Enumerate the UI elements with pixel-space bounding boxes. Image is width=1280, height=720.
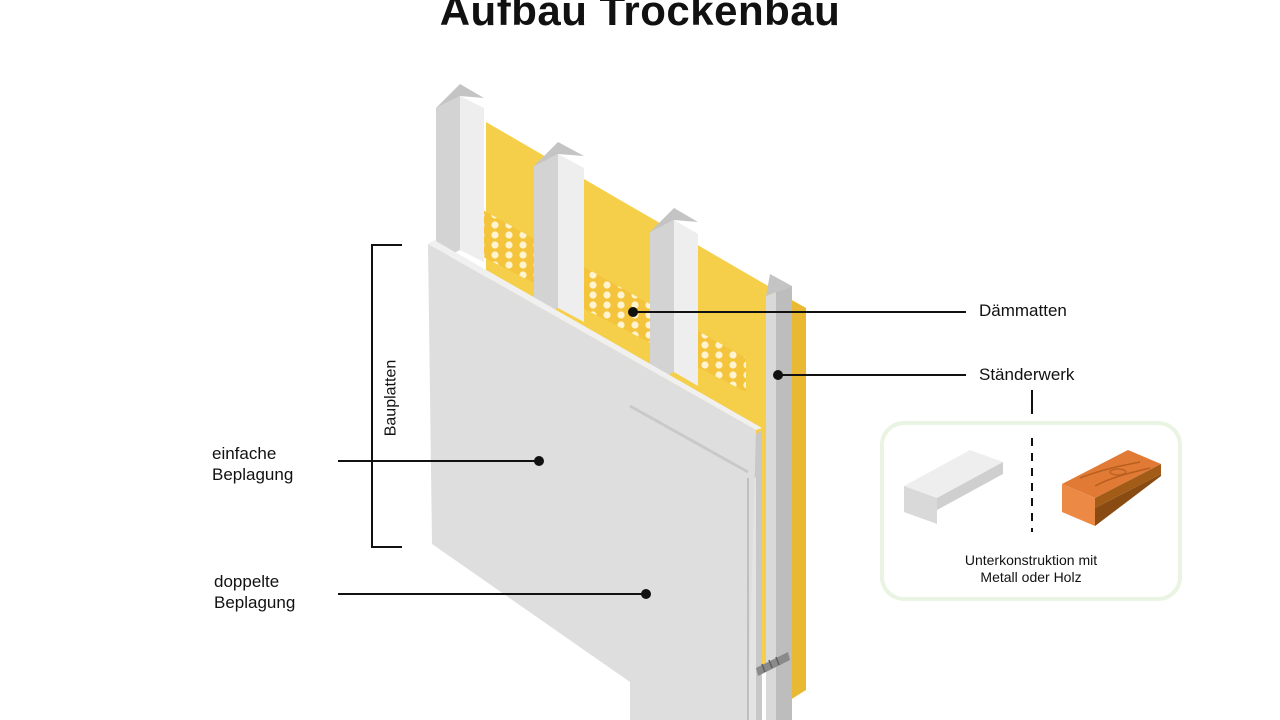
board-front	[428, 244, 756, 720]
wood-profile-icon	[1062, 450, 1161, 526]
label-doppelte-line-2: Beplagung	[214, 593, 296, 612]
board-seam	[629, 404, 749, 474]
board-front-top-edge	[428, 240, 762, 430]
leader-einfache-beplankung	[338, 456, 544, 466]
label-doppelte-line-1: doppelte	[214, 572, 280, 591]
stud-2	[534, 142, 584, 322]
stud-3	[650, 208, 698, 386]
callout-caption-line-2: Metall oder Holz	[980, 569, 1082, 585]
leader-daemmatten	[628, 307, 966, 317]
stud-1	[436, 84, 484, 262]
label-doppelte-beplankung: doppelte Beplagung	[214, 571, 295, 613]
label-staenderwerk: Ständerwerk	[979, 365, 1075, 384]
stud-4	[766, 274, 792, 720]
bauplatten-bracket	[371, 244, 402, 548]
leader-doppelte-beplankung	[338, 589, 651, 599]
label-daemmatten: Dämmatten	[979, 301, 1067, 320]
callout-caption: Unterkonstruktion mit Metall oder Holz	[884, 552, 1178, 586]
page-title: Aufbau Trockenbau	[439, 0, 841, 34]
label-bauplatten: Bauplatten	[382, 359, 400, 437]
label-einfache-line-2: Beplagung	[212, 465, 294, 484]
label-einfache-line-1: einfache	[212, 444, 277, 463]
unterkonstruktion-callout: Unterkonstruktion mit Metall oder Holz	[880, 421, 1182, 601]
callout-caption-line-1: Unterkonstruktion mit	[964, 552, 1098, 568]
leader-staenderwerk	[773, 370, 1033, 414]
metal-profile-icon	[904, 450, 1003, 524]
screw-icon	[756, 652, 790, 676]
label-einfache-beplankung: einfache Beplagung	[212, 443, 293, 485]
insulation-edge	[790, 300, 806, 700]
